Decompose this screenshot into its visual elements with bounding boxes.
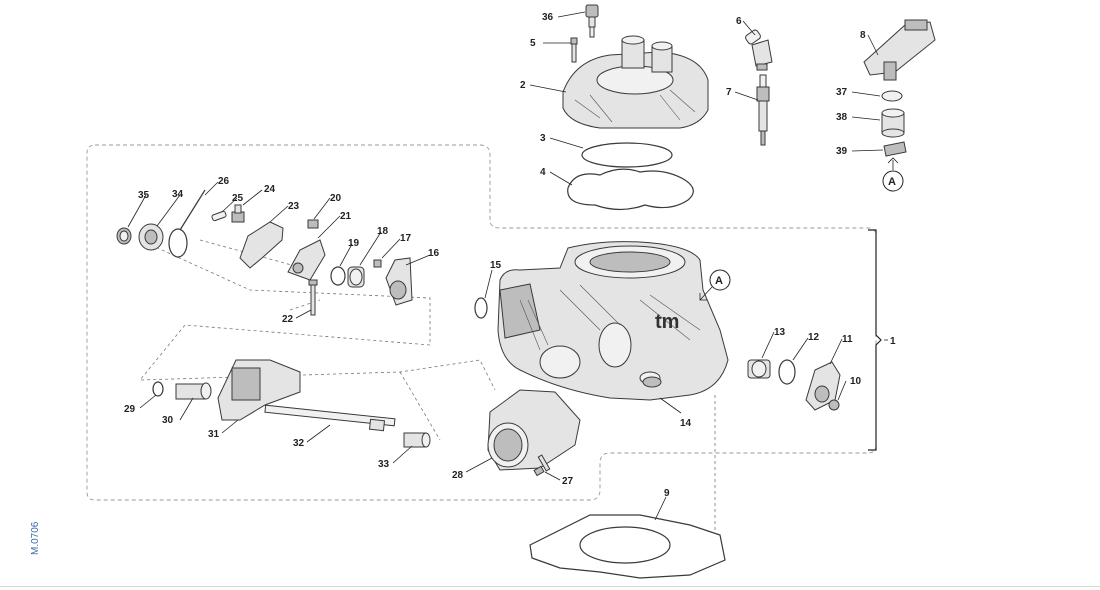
valve-lever xyxy=(239,221,284,269)
callout-15: 15 xyxy=(490,260,502,271)
valve-housing-31 xyxy=(217,359,301,421)
callout-16: 16 xyxy=(428,248,440,259)
callout-17: 17 xyxy=(400,233,412,244)
callout-7: 7 xyxy=(726,87,732,98)
head-gasket xyxy=(567,168,694,211)
callout-4: 4 xyxy=(540,167,546,178)
callout-31: 31 xyxy=(208,429,220,440)
detail-a-marker xyxy=(882,170,904,192)
callout-21: 21 xyxy=(340,211,352,222)
valve-spring xyxy=(168,189,206,258)
valve-shaft-32 xyxy=(264,404,396,432)
circlip-15 xyxy=(474,297,488,319)
small-screw-17 xyxy=(373,259,382,268)
callout-25: 25 xyxy=(232,193,244,204)
temperature-sensor xyxy=(585,4,599,38)
right-bushing-13 xyxy=(747,359,771,379)
right-cover-11 xyxy=(805,361,841,411)
valve-cap-bolt xyxy=(116,227,132,245)
o-ring-12 xyxy=(778,359,796,385)
valve-linkage xyxy=(287,239,326,281)
shaft-bushing-30 xyxy=(175,382,212,400)
o-ring-29 xyxy=(152,381,164,397)
spark-plug xyxy=(756,74,770,146)
callout-22: 22 xyxy=(282,314,294,325)
cylinder-head xyxy=(562,35,709,129)
sensor-sleeve xyxy=(881,108,905,138)
callout-34: 34 xyxy=(172,189,184,200)
callout-29: 29 xyxy=(124,404,136,415)
callout-27: 27 xyxy=(562,476,574,487)
callout-labels: 1 2 3 4 5 6 7 8 9 10 11 12 13 14 15 16 1… xyxy=(124,12,896,499)
valve-adjuster xyxy=(231,204,245,223)
spark-plug-cap xyxy=(745,29,773,71)
callout-6: 6 xyxy=(736,16,742,27)
callout-23: 23 xyxy=(288,201,300,212)
callout-26: 26 xyxy=(218,176,230,187)
intake-screw xyxy=(533,454,551,477)
callout-30: 30 xyxy=(162,415,174,426)
callout-39: 39 xyxy=(836,146,848,157)
leader-lines xyxy=(127,11,888,521)
washer-19 xyxy=(330,266,346,286)
lever-nut xyxy=(307,219,319,229)
cylinder-detail-a-marker xyxy=(709,269,731,291)
callout-11: 11 xyxy=(842,334,853,345)
arrow-to-detail-a xyxy=(887,157,899,170)
callout-38: 38 xyxy=(836,112,848,123)
callout-32: 32 xyxy=(293,438,305,449)
callout-20: 20 xyxy=(330,193,342,204)
callout-13: 13 xyxy=(774,327,786,338)
base-gasket xyxy=(529,514,726,579)
valve-bushing xyxy=(347,266,365,288)
callout-14: 14 xyxy=(680,418,692,429)
valve-cover-plate xyxy=(385,257,413,306)
sensor-bracket xyxy=(863,19,936,81)
cylinder-logo: tm xyxy=(655,311,679,333)
shaft-end-bushing-33 xyxy=(403,432,431,448)
callout-1: 1 xyxy=(890,336,896,347)
sensor-clip xyxy=(883,141,907,157)
valve-pulley xyxy=(138,223,164,251)
assembly-bracket xyxy=(868,229,882,451)
callout-37: 37 xyxy=(836,87,848,98)
head-o-ring xyxy=(581,142,673,168)
lever-screw xyxy=(308,279,318,316)
callout-5: 5 xyxy=(530,38,536,49)
callout-33: 33 xyxy=(378,459,390,470)
subassembly-frame xyxy=(86,144,877,501)
callout-10: 10 xyxy=(850,376,862,387)
callout-2: 2 xyxy=(520,80,526,91)
sensor-spacer xyxy=(881,90,903,102)
callout-18: 18 xyxy=(377,226,389,237)
callout-12: 12 xyxy=(808,332,820,343)
right-screw-10 xyxy=(828,399,840,411)
cylinder-detail-a-label: A xyxy=(715,275,723,287)
drawing-code: M.0706 xyxy=(30,521,41,555)
callout-28: 28 xyxy=(452,470,464,481)
callout-24: 24 xyxy=(264,184,276,195)
callout-36: 36 xyxy=(542,12,554,23)
callout-35: 35 xyxy=(138,190,150,201)
detail-a-label: A xyxy=(888,176,896,188)
callout-9: 9 xyxy=(664,488,670,499)
cylinder-detail-arrow xyxy=(699,286,713,301)
reed-plug-14 xyxy=(642,376,662,388)
callout-8: 8 xyxy=(860,30,866,41)
callout-19: 19 xyxy=(348,238,360,249)
head-bolt xyxy=(570,37,578,63)
bottom-divider xyxy=(0,586,1100,587)
callout-3: 3 xyxy=(540,133,546,144)
valve-pin xyxy=(211,210,227,222)
cylinder-body xyxy=(497,241,729,401)
intake-manifold xyxy=(487,389,581,471)
